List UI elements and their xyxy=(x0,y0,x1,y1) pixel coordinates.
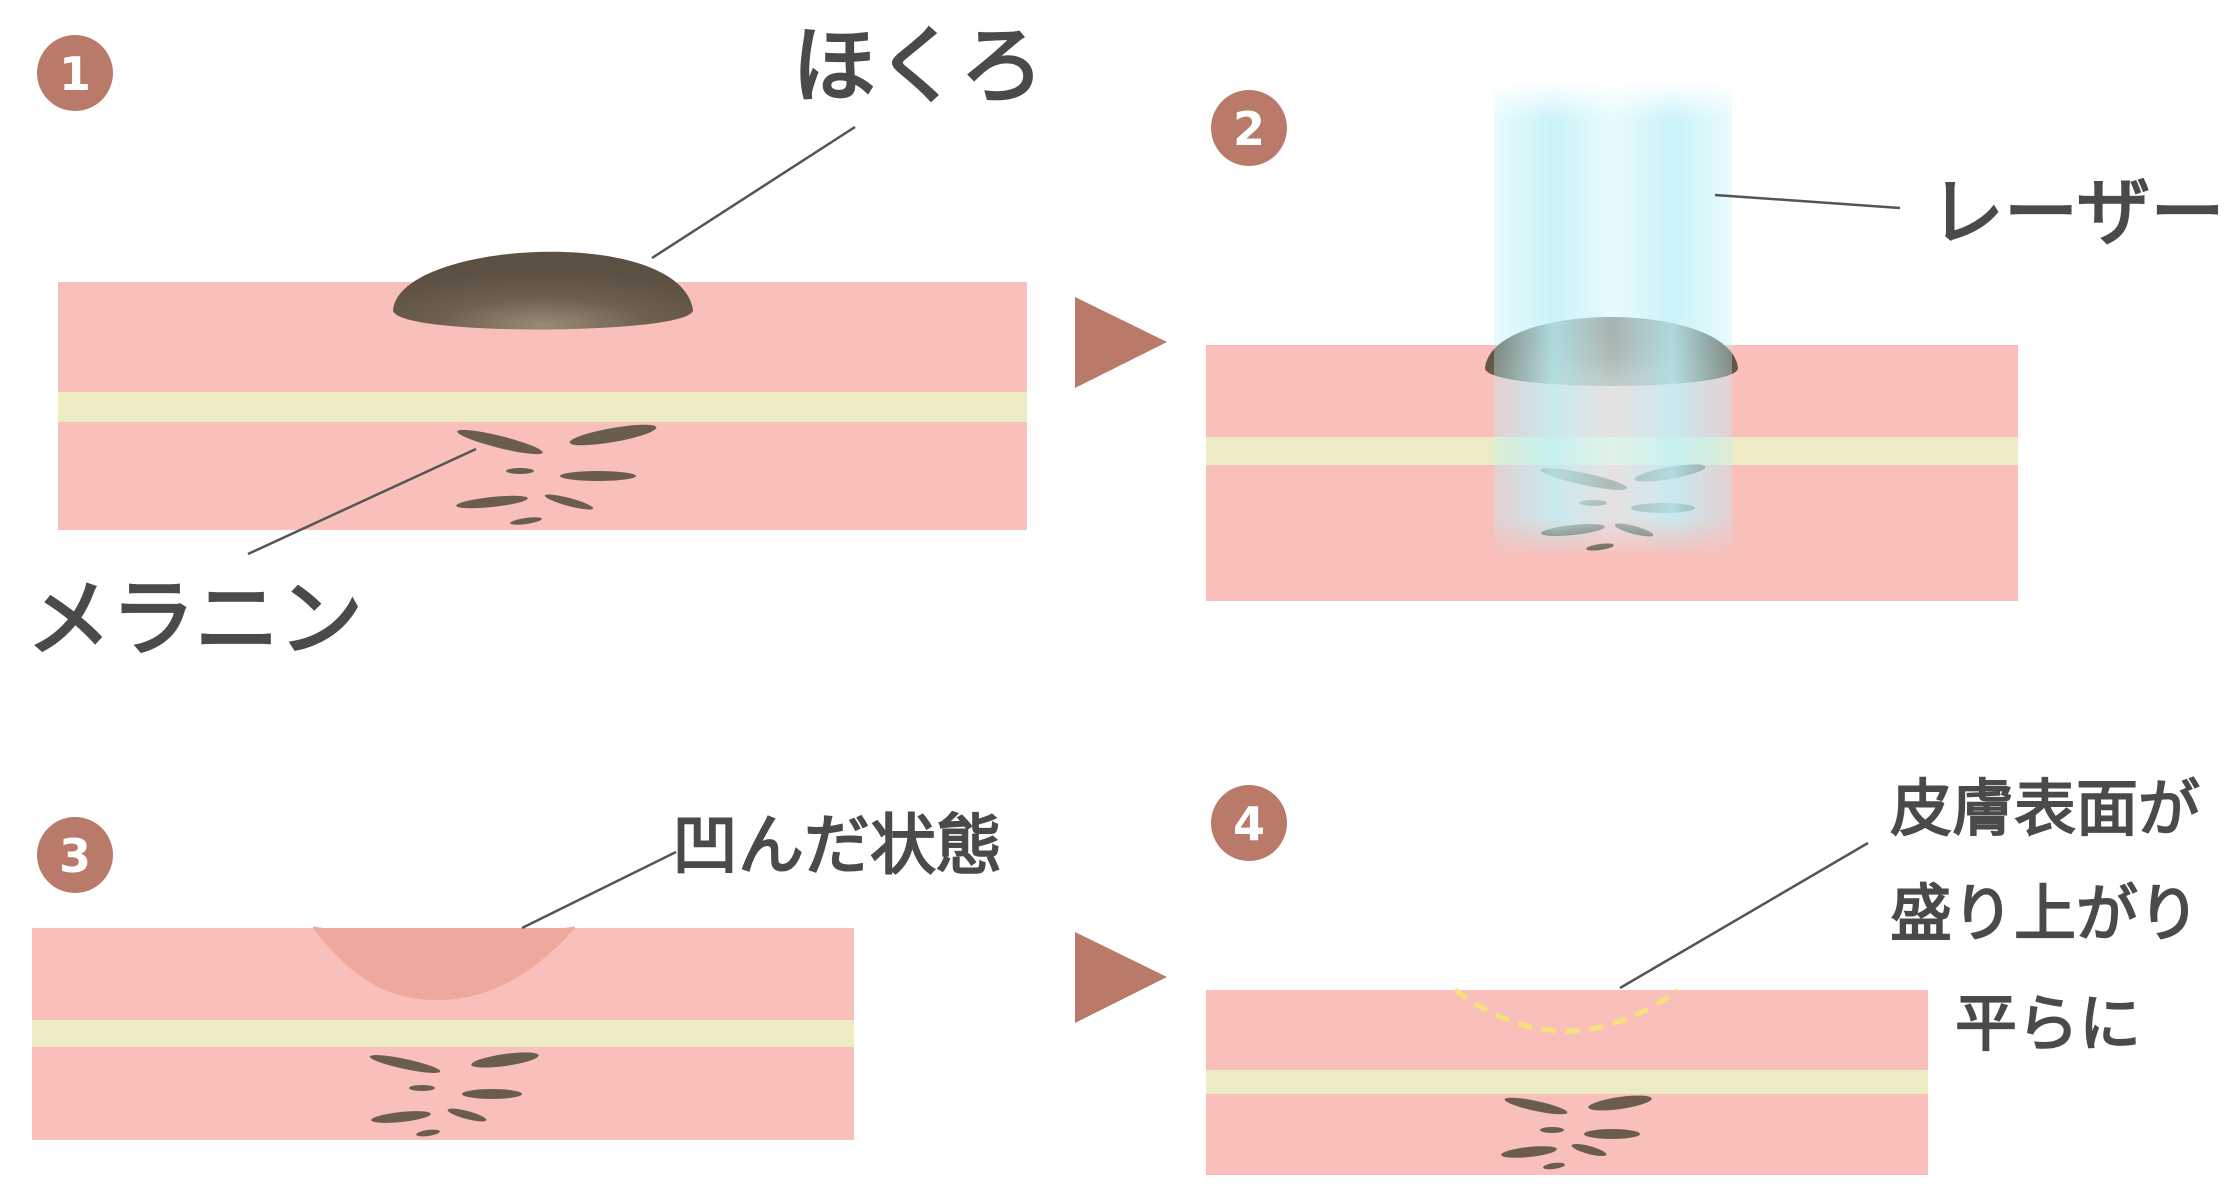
result-label-line-2: 盛り上がり xyxy=(1890,877,2200,950)
dent-label: 凹んだ状態 xyxy=(672,807,1002,884)
step-number: 1 xyxy=(59,47,91,101)
melanin-granule xyxy=(1501,1146,1557,1158)
melanin-granule xyxy=(1543,1162,1565,1170)
dermis-band xyxy=(58,392,1027,422)
laser-label: レーザー xyxy=(1930,170,2225,256)
melanin-cluster xyxy=(369,1052,539,1137)
melanin-granule xyxy=(1588,1095,1652,1111)
step-number: 4 xyxy=(1233,797,1265,851)
melanin-granule xyxy=(1540,1127,1564,1133)
mole-label: ほくろ xyxy=(792,17,1044,115)
badge-circle xyxy=(37,817,113,893)
badge-circle xyxy=(1211,90,1287,166)
next-arrow xyxy=(1075,932,1167,1023)
badge-circle xyxy=(37,35,113,111)
melanin-granule xyxy=(457,429,543,455)
dermis-band xyxy=(1206,1070,1928,1094)
skin-lower xyxy=(58,422,1027,530)
dermis-band xyxy=(32,1020,854,1047)
melanin-granule xyxy=(369,1055,441,1073)
melanin-granule xyxy=(416,1129,440,1137)
melanin-granule xyxy=(456,495,528,509)
dent-surface xyxy=(312,926,576,940)
step-4: 4 皮膚表面が 盛り上がり 平らに xyxy=(1206,772,2200,1175)
skin-lower xyxy=(32,1047,854,1140)
melanin-granule xyxy=(560,471,636,481)
melanin-cluster xyxy=(456,424,657,525)
badge-circle xyxy=(1211,785,1287,861)
step-number: 3 xyxy=(59,829,91,883)
flattened-area-outline xyxy=(1453,987,1680,1034)
laser-beam-body xyxy=(1494,82,1732,556)
melanin-leader-line xyxy=(247,447,477,556)
melanin-granule xyxy=(544,494,594,510)
melanin-granule xyxy=(569,424,657,446)
dent-area xyxy=(313,928,575,1000)
step-1-badge: 1 xyxy=(37,35,113,111)
laser-beam xyxy=(1494,82,1732,556)
next-arrow xyxy=(1075,297,1167,388)
melanin-label: メラニン xyxy=(27,570,363,668)
melanin-granule xyxy=(506,468,534,474)
melanin-granule xyxy=(1584,1129,1640,1139)
melanin-granule xyxy=(447,1108,487,1122)
laser-leader-line xyxy=(1714,193,1901,210)
melanin-granule xyxy=(409,1085,435,1091)
mole-leader-line xyxy=(651,125,856,260)
skin-section xyxy=(32,928,854,1140)
step-3: 3 凹んだ状態 xyxy=(32,807,1002,1140)
step-number: 2 xyxy=(1233,102,1265,156)
step-4-badge: 4 xyxy=(1211,785,1287,861)
step-3-badge: 3 xyxy=(37,817,113,893)
result-label-line-3: 平らに xyxy=(1955,987,2141,1060)
melanin-granule xyxy=(462,1089,522,1099)
mole-bump xyxy=(393,251,693,330)
step-2: 2 レーザー xyxy=(1206,82,2225,601)
skin-section xyxy=(58,282,1027,530)
skin-section xyxy=(1206,990,1928,1175)
melanin-granule xyxy=(1504,1097,1568,1115)
melanin-granule xyxy=(510,517,542,525)
result-label-line-1: 皮膚表面が xyxy=(1890,772,2200,845)
melanin-granule xyxy=(471,1052,539,1068)
step-2-badge: 2 xyxy=(1211,90,1287,166)
skin-lower xyxy=(1206,1094,1928,1175)
melanin-granule xyxy=(371,1111,431,1123)
dent-leader-line xyxy=(521,850,677,930)
step-1: 1 ほくろ メラニン xyxy=(27,17,1044,668)
melanin-cluster xyxy=(1501,1095,1652,1170)
melanin-granule xyxy=(1571,1143,1607,1157)
result-leader-line xyxy=(1619,841,1869,990)
